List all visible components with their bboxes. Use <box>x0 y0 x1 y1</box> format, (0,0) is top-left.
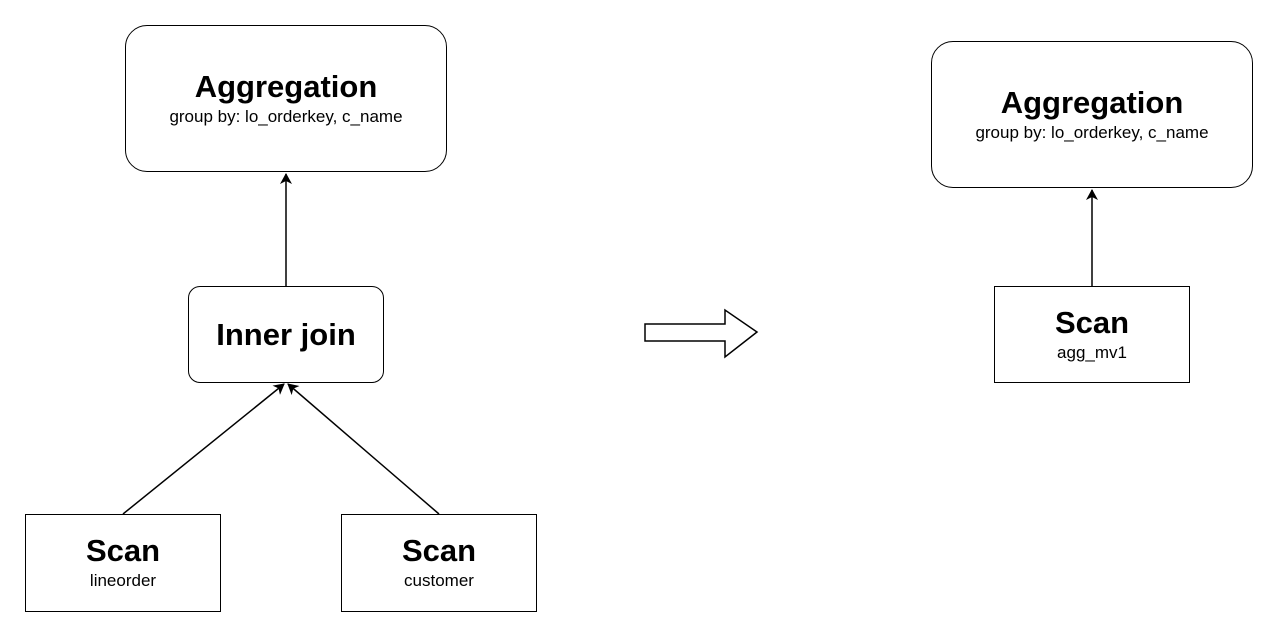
left-aggregation-node: Aggregation group by: lo_orderkey, c_nam… <box>125 25 447 172</box>
left-aggregation-subtitle: group by: lo_orderkey, c_name <box>169 106 403 126</box>
right-aggregation-node: Aggregation group by: lo_orderkey, c_nam… <box>931 41 1253 188</box>
scan-mv-title: Scan <box>1054 304 1130 340</box>
right-aggregation-subtitle: group by: lo_orderkey, c_name <box>975 122 1209 142</box>
edge-scan-lineorder-to-join <box>122 383 285 515</box>
scan-customer-table: customer <box>404 571 474 590</box>
edge-scan-customer-to-join <box>287 383 440 515</box>
right-aggregation-title: Aggregation <box>1000 84 1184 120</box>
scan-lineorder-node: Scan lineorder <box>25 514 221 612</box>
left-aggregation-title: Aggregation <box>194 68 378 104</box>
inner-join-title: Inner join <box>216 316 356 352</box>
scan-mv-node: Scan agg_mv1 <box>994 286 1190 383</box>
transform-arrow <box>644 308 759 359</box>
scan-mv-table: agg_mv1 <box>1057 342 1127 362</box>
scan-customer-title: Scan <box>401 533 477 568</box>
scan-customer-node: Scan customer <box>341 514 537 612</box>
inner-join-node: Inner join <box>188 286 384 383</box>
scan-lineorder-title: Scan <box>85 533 161 568</box>
scan-lineorder-table: lineorder <box>89 571 157 590</box>
